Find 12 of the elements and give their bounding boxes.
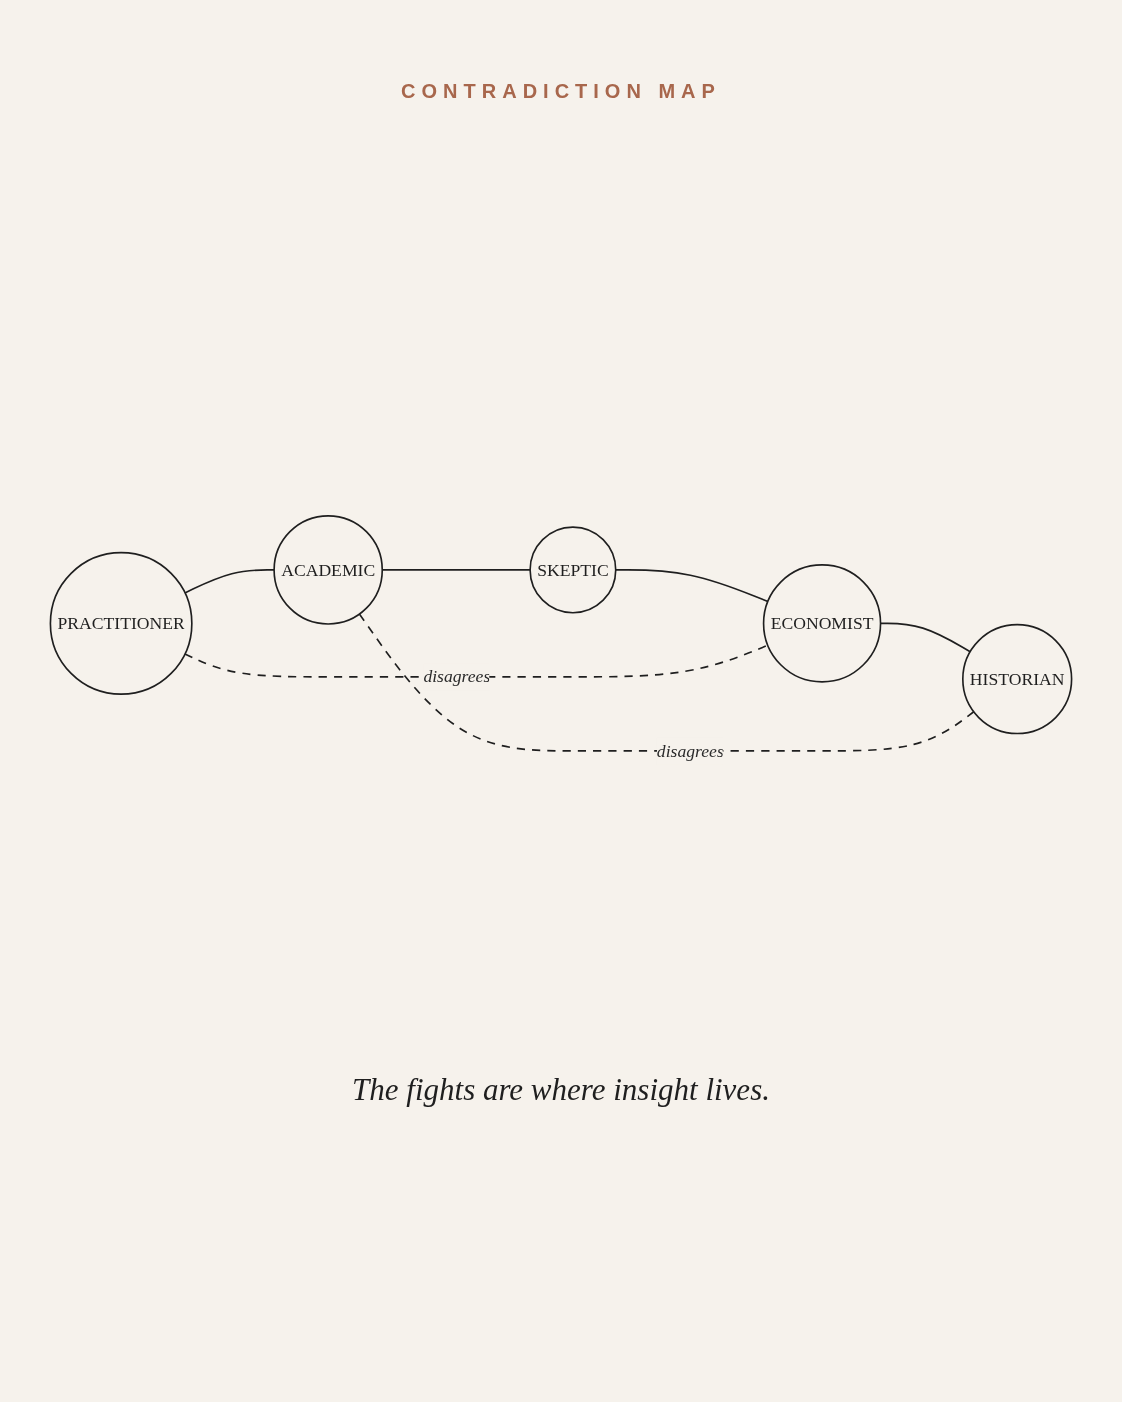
node-circle: SKEPTIC [529, 526, 617, 614]
node-circle: HISTORIAN [962, 623, 1073, 735]
caption: The fights are where insight lives. [352, 1072, 770, 1107]
node-circle: ECONOMIST [762, 564, 882, 683]
edge-label: disagrees [656, 741, 724, 761]
diagram-title: CONTRADICTION MAP [401, 80, 721, 102]
connector [358, 613, 975, 752]
connector [184, 569, 275, 594]
node-circle: PRACTITIONER [49, 551, 193, 695]
edge-label: disagrees [423, 667, 490, 686]
connector [184, 644, 769, 678]
node-circle: ACADEMIC [273, 515, 384, 625]
